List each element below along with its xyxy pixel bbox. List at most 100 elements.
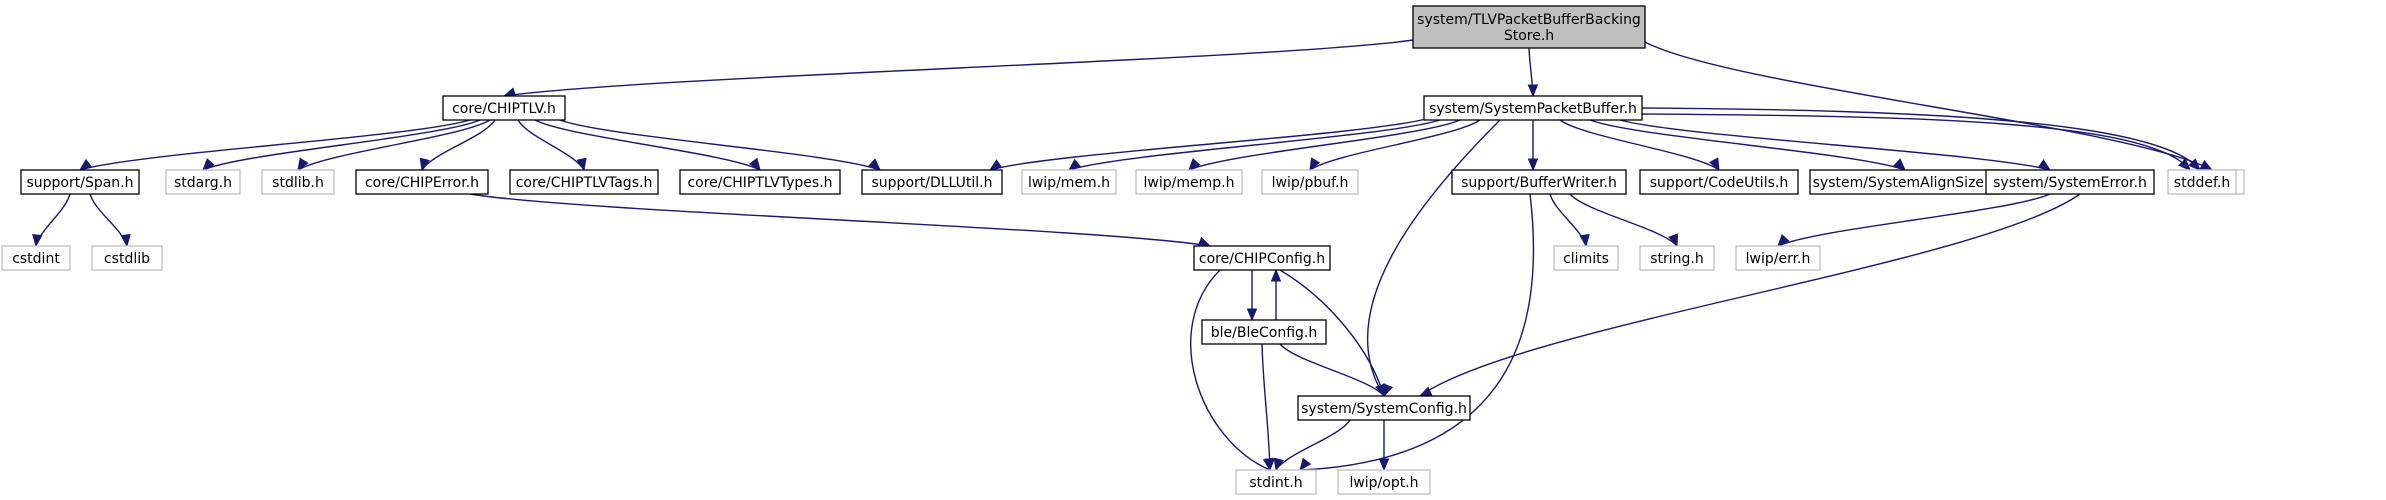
edge-chiptlv-to-stdarg [202, 119, 481, 171]
node-box [1735, 245, 1821, 271]
node-box [1261, 169, 1359, 195]
node-box [442, 95, 566, 121]
edge-arrowhead [2199, 159, 2214, 171]
node-box [1985, 169, 2155, 195]
edge-arrowhead [78, 158, 93, 171]
node-label: climits [1563, 251, 1609, 267]
edge-span-to-cstdlib [89, 193, 131, 248]
edge-line [1190, 269, 1271, 471]
node-chiperror[interactable]: core/CHIPError.h [355, 169, 489, 195]
edge-chiptlv-to-stdlib [297, 119, 491, 172]
node-label: system/TLVPacketBufferBacking [1417, 12, 1641, 28]
node-tlvtags[interactable]: core/CHIPTLVTags.h [509, 169, 659, 195]
edge-line [1641, 113, 2191, 171]
edge-line [1068, 119, 1441, 171]
edge-line [1279, 343, 1385, 397]
node-stdlib: stdlib.h [261, 169, 335, 195]
edge-spb-to-dllutil [988, 117, 1431, 171]
edge-line [1366, 119, 1501, 397]
edge-chiptlv-to-chiperror [419, 119, 496, 172]
node-stddef: stddef.h [2167, 169, 2237, 195]
edge-sysconfig-to-lwipopt [1378, 420, 1390, 472]
node-label: string.h [1650, 251, 1704, 267]
edge-syserror-to-lwiperr [1777, 193, 2051, 247]
node-sysconfig[interactable]: system/SystemConfig.h [1297, 395, 1471, 421]
edge-spb-to-utility [1641, 107, 2201, 171]
edge-arrowhead [1708, 157, 1720, 172]
edge-line [1261, 343, 1271, 471]
edge-line [1275, 419, 1351, 471]
edge-line [1589, 119, 1906, 171]
edge-span-to-cstdint [32, 193, 71, 248]
node-tlvtypes[interactable]: core/CHIPTLVTypes.h [679, 169, 841, 195]
edge-chipconfig-to-stdint [1190, 269, 1274, 472]
node-box [1451, 169, 1627, 195]
node-label: core/CHIPError.h [365, 175, 479, 191]
edge-spb-to-lwipmemp [1188, 119, 1461, 171]
edge-line [1299, 193, 1535, 471]
node-box [1639, 169, 1799, 195]
node-stdarg: stdarg.h [165, 169, 241, 195]
node-label: support/BufferWriter.h [1461, 175, 1617, 191]
node-label: system/SystemConfig.h [1301, 401, 1467, 417]
node-bufwriter[interactable]: support/BufferWriter.h [1451, 169, 1627, 195]
edge-chiptlv-to-tlvtypes [534, 119, 761, 172]
edge-root-to-spb [1527, 47, 1539, 98]
edge-spb-to-lwipmem [1067, 119, 1441, 171]
node-box [1412, 5, 1646, 49]
edge-bleconfig-to-sysconfig [1279, 343, 1386, 398]
node-label: core/CHIPTLVTags.h [516, 175, 653, 191]
node-label: lwip/memp.h [1144, 175, 1235, 191]
node-lwipmemp: lwip/memp.h [1135, 169, 1243, 195]
node-dllutil[interactable]: support/DLLUtil.h [861, 169, 1003, 195]
node-label: stdarg.h [174, 175, 232, 191]
edge-bufwriter-to-climits [1549, 193, 1590, 248]
edge-line [1309, 119, 1481, 171]
node-codeutils[interactable]: support/CodeUtils.h [1639, 169, 1799, 195]
edge-line [202, 119, 481, 171]
node-label: stddef.h [2174, 175, 2230, 191]
node-box [1235, 469, 1317, 495]
node-label: support/DLLUtil.h [872, 175, 993, 191]
node-chipconfig[interactable]: core/CHIPConfig.h [1193, 245, 1331, 271]
node-stdint: stdint.h [1235, 469, 1317, 495]
edge-arrowhead [988, 159, 1003, 171]
node-span[interactable]: support/Span.h [20, 169, 140, 195]
edge-arrowhead [2178, 158, 2191, 171]
node-box [355, 169, 489, 195]
node-spb[interactable]: system/SystemPacketBuffer.h [1423, 95, 1643, 121]
node-box [2167, 169, 2237, 195]
edge-chiptlv-to-tlvtags [517, 119, 587, 172]
edge-line [1644, 41, 2213, 171]
node-chiptlv[interactable]: core/CHIPTLV.h [442, 95, 566, 121]
edge-line [1641, 107, 2201, 171]
edge-spb-to-syserror [1619, 119, 2052, 171]
node-box [165, 169, 241, 195]
node-box [20, 169, 140, 195]
edge-spb-to-bufwriter [1527, 120, 1539, 172]
edge-arrowhead [868, 158, 881, 171]
edge-arrowhead [1270, 268, 1282, 282]
node-lwipopt: lwip/opt.h [1337, 469, 1431, 495]
node-box [1423, 95, 1643, 121]
edge-sysconfig-to-stdint [1273, 419, 1351, 472]
node-syserror[interactable]: system/SystemError.h [1985, 169, 2155, 195]
edge-arrowhead [1378, 458, 1390, 472]
edge-line [469, 193, 1211, 247]
node-label: lwip/opt.h [1349, 475, 1418, 491]
node-label: cstdint [12, 251, 60, 267]
node-label: core/CHIPConfig.h [1199, 251, 1325, 267]
edge-root-to-utility [1644, 41, 2214, 171]
edge-arrowhead [297, 157, 309, 172]
edge-spb-to-stddef [1641, 113, 2191, 171]
node-box [1297, 395, 1471, 421]
edge-arrowhead [1264, 458, 1275, 472]
node-bleconfig[interactable]: ble/BleConfig.h [1201, 319, 1327, 345]
node-label: system/SystemAlignSize.h [1813, 175, 1998, 191]
edge-spb-to-lwippbuf [1309, 119, 1481, 172]
node-box [1201, 319, 1327, 345]
node-box [261, 169, 335, 195]
edge-line [559, 119, 881, 171]
node-alignsize[interactable]: system/SystemAlignSize.h [1809, 169, 2001, 195]
